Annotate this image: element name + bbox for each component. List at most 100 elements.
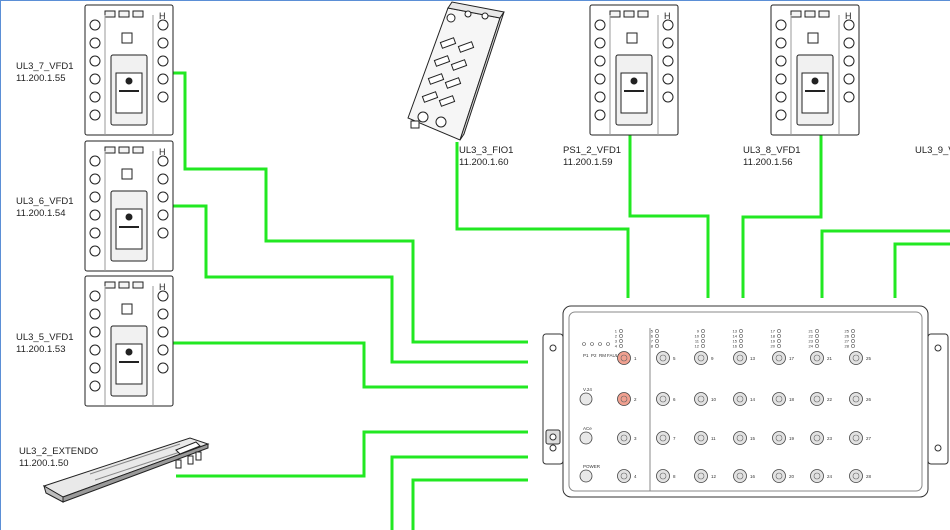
led-number: 28 xyxy=(845,344,850,349)
led-number: 17 xyxy=(771,329,776,334)
switch-port[interactable]: 9 xyxy=(694,351,715,365)
port-number: 3 xyxy=(634,436,637,441)
status-led xyxy=(598,342,602,346)
switch-port[interactable]: 19 xyxy=(772,431,795,445)
port-number: 12 xyxy=(711,474,717,479)
network-links xyxy=(173,71,950,530)
device-label-ul3-3-fio1: UL3_3_FIO1 11.200.1.60 xyxy=(459,145,513,169)
switch-port[interactable]: 12 xyxy=(694,469,717,483)
switch-port[interactable]: 6 xyxy=(656,392,677,406)
port-number: 18 xyxy=(789,397,795,402)
switch-port[interactable]: 8 xyxy=(656,469,677,483)
vfd-device-ps1-2-vfd1: H xyxy=(589,4,679,136)
port-led xyxy=(619,344,623,348)
switch-port[interactable]: 2 xyxy=(617,392,638,406)
port-led xyxy=(655,344,659,348)
port-number: 20 xyxy=(789,474,795,479)
switch-port[interactable]: 21 xyxy=(810,351,833,365)
switch-port[interactable]: 1 xyxy=(617,351,638,365)
port-led xyxy=(815,344,819,348)
led-number: 20 xyxy=(771,344,776,349)
device-label-ul3-6-vfd1: UL3_6_VFD1 11.200.1.54 xyxy=(16,196,74,220)
link-ul3-8-vfd1 xyxy=(741,135,823,298)
port-number: 2 xyxy=(634,397,637,402)
port-led xyxy=(777,329,781,333)
switch-port[interactable]: 26 xyxy=(849,392,872,406)
port-number: 22 xyxy=(827,397,833,402)
port-number: 19 xyxy=(789,436,795,441)
switch-port[interactable]: 15 xyxy=(733,431,756,445)
port-led xyxy=(739,344,743,348)
port-number: 26 xyxy=(866,397,872,402)
switch-port[interactable]: 14 xyxy=(733,392,756,406)
port-number: 13 xyxy=(750,356,756,361)
port-number: 11 xyxy=(711,436,716,441)
vfd-device-ul3-8-vfd1: H xyxy=(770,4,860,136)
led-number: 4 xyxy=(615,344,618,349)
device-label-ul3-7-vfd1: UL3_7_VFD1 11.200.1.55 xyxy=(16,61,74,85)
switch-port[interactable]: 20 xyxy=(772,469,795,483)
led-number: 18 xyxy=(771,334,776,339)
led-number: 22 xyxy=(809,334,814,339)
led-number: 1 xyxy=(615,329,618,334)
switch-port[interactable]: 13 xyxy=(733,351,756,365)
switch-port[interactable]: 7 xyxy=(656,431,677,445)
aux-port xyxy=(579,469,593,483)
device-label-ul3-8-vfd1: UL3_8_VFD1 11.200.1.56 xyxy=(743,145,801,169)
led-number: 16 xyxy=(733,344,738,349)
device-name: UL3_7_VFD1 xyxy=(16,61,74,72)
device-name: UL3_9_V xyxy=(915,145,950,156)
switch-port[interactable]: 11 xyxy=(694,431,717,445)
status-led-label: P1 xyxy=(583,353,589,358)
port-led xyxy=(619,329,623,333)
port-led xyxy=(851,329,855,333)
port-number: 25 xyxy=(866,356,872,361)
link-ul3-9-vfd1 xyxy=(820,229,950,298)
link-right-edge xyxy=(893,242,950,298)
switch-port[interactable]: 23 xyxy=(810,431,833,445)
device-ip: 11.200.1.53 xyxy=(16,344,66,355)
switch-port[interactable]: 28 xyxy=(849,469,872,483)
switch-port[interactable]: 10 xyxy=(694,392,717,406)
switch-port[interactable]: 18 xyxy=(772,392,795,406)
frame-border-left xyxy=(0,0,1,530)
port-number: 28 xyxy=(866,474,872,479)
led-number: 14 xyxy=(733,334,738,339)
led-number: 15 xyxy=(733,339,738,344)
status-led xyxy=(590,342,594,346)
switch-port[interactable]: 22 xyxy=(810,392,833,406)
switch-port[interactable]: 17 xyxy=(772,351,795,365)
switch-port[interactable]: 5 xyxy=(656,351,677,365)
port-number: 9 xyxy=(711,356,714,361)
switch-port[interactable]: 27 xyxy=(849,431,872,445)
device-ip: 11.200.1.55 xyxy=(16,73,66,84)
status-led-label: P2 xyxy=(591,353,597,358)
ground-clip xyxy=(545,429,561,445)
port-led xyxy=(619,339,623,343)
switch-port[interactable]: 4 xyxy=(617,469,638,483)
link-ul3-7-vfd1 xyxy=(173,71,528,344)
led-number: 27 xyxy=(845,339,850,344)
switch-port[interactable]: 3 xyxy=(617,431,638,445)
link-ul3-6-vfd1 xyxy=(173,204,528,364)
port-led xyxy=(851,334,855,338)
device-ip: 11.200.1.50 xyxy=(19,458,69,469)
vfd-device-ul3-6-vfd1: H xyxy=(84,140,174,272)
switch-port[interactable]: 24 xyxy=(810,469,833,483)
switch-port[interactable]: 16 xyxy=(733,469,756,483)
port-number: 16 xyxy=(750,474,756,479)
device-name: UL3_8_VFD1 xyxy=(743,145,801,156)
fio-module-ul3-3 xyxy=(407,1,505,141)
device-name: UL3_3_FIO1 xyxy=(459,145,514,156)
port-led xyxy=(739,329,743,333)
vfd-device-ul3-7-vfd1: H xyxy=(84,4,174,136)
port-led xyxy=(815,329,819,333)
switch-port[interactable]: 25 xyxy=(849,351,872,365)
link-switch-down-2 xyxy=(411,478,528,530)
port-led xyxy=(655,339,659,343)
port-number: 10 xyxy=(711,397,717,402)
led-number: 12 xyxy=(695,344,700,349)
